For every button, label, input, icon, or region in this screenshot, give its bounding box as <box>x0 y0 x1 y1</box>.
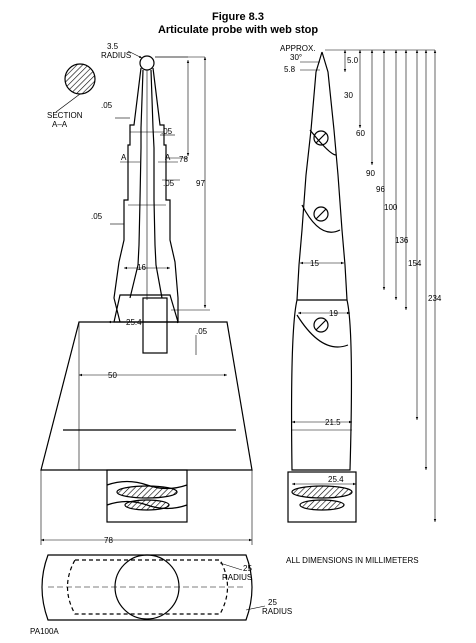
shank <box>113 294 179 323</box>
tip-circle <box>139 55 155 71</box>
plan-inner-dashed <box>66 559 229 615</box>
front-view <box>40 55 253 523</box>
dim-tip-radius: 3.5 <box>107 42 119 51</box>
side-lower-body <box>290 299 353 471</box>
plan-r1-word: RADIUS <box>222 573 252 582</box>
plan-leaders <box>219 562 266 611</box>
plan-outline <box>41 554 253 621</box>
front-dimension-lines <box>40 50 253 545</box>
plan-r2-word: RADIUS <box>262 607 292 616</box>
dim-w-25-4-side: 25.4 <box>328 475 344 484</box>
dim-h-5-0: 5.0 <box>347 56 359 65</box>
pivot-1 <box>313 130 329 146</box>
side-dimension-lines <box>292 49 437 522</box>
dim-h-100: 100 <box>384 203 398 212</box>
dim-h-234: 234 <box>428 294 442 303</box>
section-aa: SECTION A–A <box>47 63 96 129</box>
dim-h-78: 78 <box>179 155 188 164</box>
dim-approx-angle: 30° <box>290 53 302 62</box>
dim-w-19: 19 <box>329 309 338 318</box>
figure-number: Figure 8.3 <box>212 11 264 23</box>
dim-w-50: 50 <box>108 371 117 380</box>
dim-h-30: 30 <box>344 91 353 100</box>
side-view <box>287 51 357 523</box>
section-word: SECTION <box>47 111 83 120</box>
pivot-2 <box>313 206 329 222</box>
drawing-id: PA100A <box>30 627 59 636</box>
dim-w-25-4: 25.4 <box>126 318 142 327</box>
plan-r2: 25 <box>268 598 277 607</box>
plan-r1: 25 <box>243 564 252 573</box>
plan-view <box>41 554 253 621</box>
figure-title: Articulate probe with web stop <box>157 24 319 36</box>
base-cylinder <box>106 469 188 523</box>
dim-tip-radius-word: RADIUS <box>101 51 131 60</box>
dim-h-60: 60 <box>356 129 365 138</box>
dim-web-4: .05 <box>91 212 103 221</box>
dim-w-78: 78 <box>104 536 113 545</box>
dim-h-136: 136 <box>395 236 409 245</box>
base-block <box>40 321 253 471</box>
probe-outline <box>113 67 179 323</box>
section-mark-left: A <box>121 153 127 162</box>
dim-w-21-5: 21.5 <box>325 418 341 427</box>
dim-w-16: 16 <box>137 263 146 272</box>
side-probe-outline <box>296 51 348 301</box>
section-mark-right: A <box>165 153 171 162</box>
dim-h-154: 154 <box>408 259 422 268</box>
dim-h-90: 90 <box>366 169 375 178</box>
dim-web-2: .05 <box>161 127 173 136</box>
pivot-3 <box>313 317 329 333</box>
probe-inner-web <box>129 69 163 299</box>
dim-web-3: .05 <box>163 179 175 188</box>
dim-h-96: 96 <box>376 185 385 194</box>
section-letters: A–A <box>52 120 68 129</box>
dim-w-5-8: 5.8 <box>284 65 296 74</box>
hatch-ellipse-1 <box>116 485 178 499</box>
dim-w-15: 15 <box>310 259 319 268</box>
dim-h-97: 97 <box>196 179 205 188</box>
shank-web-stop <box>142 297 168 354</box>
dim-base-web: .05 <box>196 327 208 336</box>
hatch-ellipse-2 <box>124 499 170 511</box>
side-base-cylinder <box>287 471 357 523</box>
dim-approx-word: APPROX. <box>280 44 316 53</box>
dim-web-1: .05 <box>101 101 113 110</box>
note-all-dimensions: ALL DIMENSIONS IN MILLIMETERS <box>286 556 419 565</box>
